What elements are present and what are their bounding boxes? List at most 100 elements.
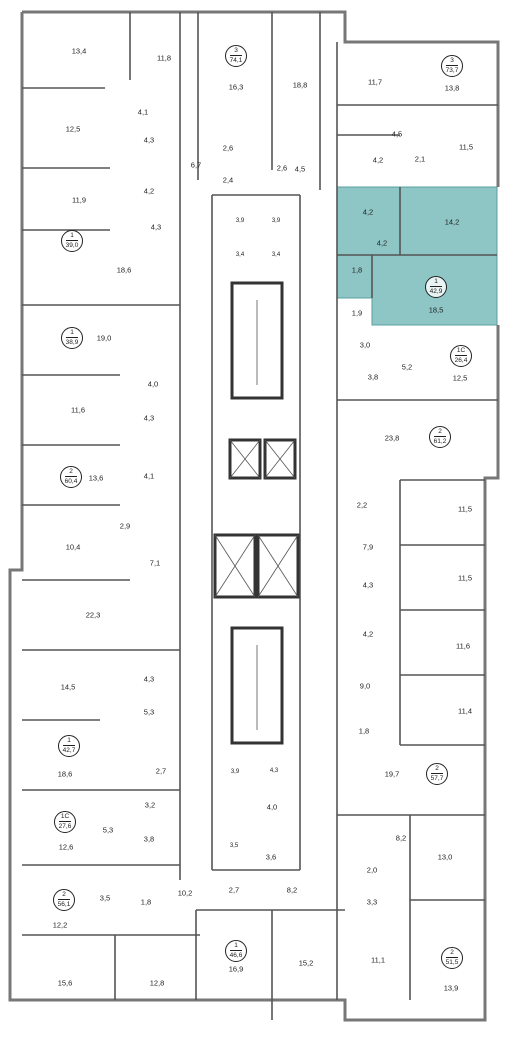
room-area-label: 18,8 xyxy=(292,80,308,90)
room-area-label: 1,8 xyxy=(358,726,370,736)
room-area-label: 4,5 xyxy=(294,164,306,174)
apartment-rooms: 1 xyxy=(230,942,242,951)
room-area-label: 4,3 xyxy=(143,413,155,423)
room-area-label: 11,8 xyxy=(156,53,172,63)
apartment-area: 46,6 xyxy=(229,952,243,959)
room-area-label: 3,9 xyxy=(271,218,281,224)
room-area-label: 2,0 xyxy=(366,865,378,875)
elevator-4 xyxy=(256,533,300,599)
apartment-area: 51,5 xyxy=(445,959,459,966)
room-area-label: 3,4 xyxy=(271,252,281,258)
room-area-label: 8,2 xyxy=(286,885,298,895)
room-area-label: 18,6 xyxy=(57,769,73,779)
room-area-label: 11,6 xyxy=(455,641,471,651)
apartment-area: 57,7 xyxy=(430,775,444,782)
room-area-label: 1,9 xyxy=(351,308,363,318)
apartment-area: 42,7 xyxy=(62,747,76,754)
room-area-label: 3,8 xyxy=(367,372,379,382)
room-area-label: 2,9 xyxy=(119,521,131,531)
room-area-label: 12,5 xyxy=(452,373,468,383)
room-area-label: 15,2 xyxy=(298,958,314,968)
apartment-rooms: 2 xyxy=(431,765,443,774)
selected-room-area-label: 1,8 xyxy=(351,265,363,275)
apartment-area: 42,9 xyxy=(429,288,443,295)
apartment-area: 73,7 xyxy=(445,67,459,74)
room-area-label: 4,3 xyxy=(143,674,155,684)
apartment-area: 38,9 xyxy=(65,339,79,346)
apartment-rooms: 1С xyxy=(455,347,467,356)
room-area-label: 19,7 xyxy=(384,769,400,779)
room-area-label: 4,2 xyxy=(372,155,384,165)
apartment-area: 56,1 xyxy=(57,901,71,908)
room-area-label: 19,0 xyxy=(96,333,112,343)
selected-room-area-label: 18,5 xyxy=(428,305,444,315)
room-area-label: 23,8 xyxy=(384,433,400,443)
room-area-label: 14,5 xyxy=(60,682,76,692)
selected-room-area-label: 4,2 xyxy=(362,207,374,217)
room-area-label: 4,0 xyxy=(147,379,159,389)
apartment-rooms: 1 xyxy=(430,278,442,287)
room-area-label: 2,4 xyxy=(222,175,234,185)
room-area-label: 13,6 xyxy=(88,473,104,483)
apartment-area: 39,0 xyxy=(65,242,79,249)
elevator-3 xyxy=(213,533,257,599)
apartment-rooms: 2 xyxy=(58,891,70,900)
apartment-rooms: 2 xyxy=(446,949,458,958)
room-area-label: 4,5 xyxy=(391,129,403,139)
room-area-label: 3,0 xyxy=(359,340,371,350)
elevator-2 xyxy=(263,438,297,480)
apartment-rooms: 1 xyxy=(63,737,75,746)
room-area-label: 2,7 xyxy=(155,766,167,776)
room-area-label: 4,3 xyxy=(150,222,162,232)
room-area-label: 4,0 xyxy=(266,802,278,812)
room-area-label: 10,4 xyxy=(65,542,81,552)
room-area-label: 12,2 xyxy=(52,920,68,930)
selected-apartment-highlight[interactable] xyxy=(336,186,498,326)
room-area-label: 16,3 xyxy=(228,82,244,92)
room-area-label: 18,6 xyxy=(116,265,132,275)
room-area-label: 1,8 xyxy=(140,897,152,907)
room-area-label: 11,6 xyxy=(70,405,86,415)
selected-room-area-label: 4,2 xyxy=(376,238,388,248)
apartment-rooms: 3 xyxy=(446,57,458,66)
room-area-label: 8,2 xyxy=(395,833,407,843)
outer-wall xyxy=(8,10,500,1022)
room-area-label: 4,3 xyxy=(143,135,155,145)
room-area-label: 2,6 xyxy=(276,163,288,173)
room-area-label: 5,3 xyxy=(102,825,114,835)
room-area-label: 11,5 xyxy=(458,142,474,152)
elevator-1 xyxy=(228,438,262,480)
room-area-label: 13,4 xyxy=(71,46,87,56)
room-area-label: 11,1 xyxy=(370,955,386,965)
room-area-label: 3,6 xyxy=(265,852,277,862)
room-area-label: 3,4 xyxy=(235,252,245,258)
room-area-label: 4,3 xyxy=(362,580,374,590)
apartment-rooms: 2 xyxy=(65,468,77,477)
room-area-label: 11,5 xyxy=(457,573,473,583)
room-area-label: 3,9 xyxy=(235,218,245,224)
room-area-label: 5,3 xyxy=(143,707,155,717)
room-area-label: 2,1 xyxy=(414,154,426,164)
room-area-label: 2,2 xyxy=(356,500,368,510)
room-area-label: 22,3 xyxy=(85,610,101,620)
room-area-label: 11,9 xyxy=(71,195,87,205)
room-area-label: 3,9 xyxy=(230,769,240,775)
room-area-label: 3,3 xyxy=(366,897,378,907)
room-area-label: 11,7 xyxy=(367,77,383,87)
